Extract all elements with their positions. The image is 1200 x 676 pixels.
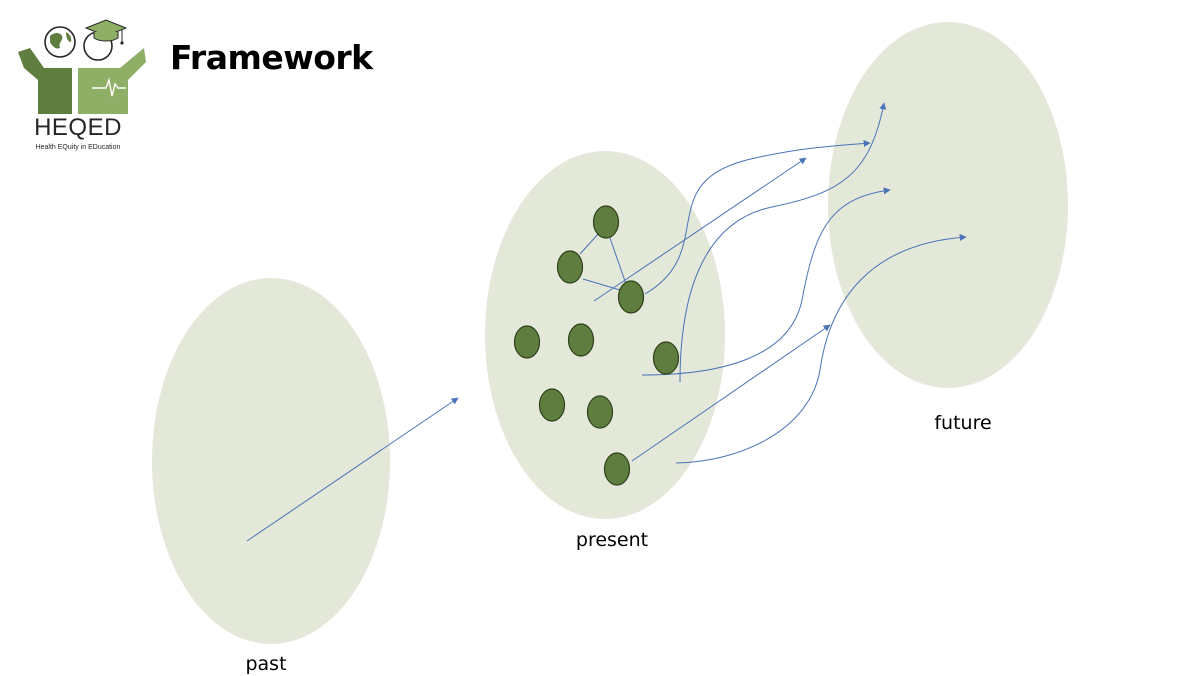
arrow-curve-4 — [675, 233, 967, 464]
logo-tagline: Health EQuity in EDucation — [35, 144, 121, 151]
logo-graphic-icon — [18, 19, 146, 114]
node — [513, 325, 541, 359]
arrow-past-to-present — [246, 397, 459, 542]
past-region — [152, 278, 390, 644]
node — [617, 280, 645, 314]
arrow-present-to-future-1 — [593, 157, 807, 302]
logo-name: HEQED — [34, 114, 122, 141]
node — [652, 341, 680, 375]
node — [592, 205, 620, 239]
node — [586, 395, 614, 429]
past-label: past — [245, 653, 287, 675]
nodes — [513, 205, 680, 486]
present-region — [485, 151, 725, 519]
node — [603, 452, 631, 486]
heqed-logo: HEQED Health EQuity in EDucation — [14, 18, 150, 160]
arrow-curve-1 — [644, 139, 871, 295]
future-region — [828, 22, 1068, 388]
node — [567, 323, 595, 357]
arrow-curve-2 — [679, 102, 887, 383]
arrow-curve-3 — [641, 187, 891, 376]
node — [556, 250, 584, 284]
future-label: future — [934, 412, 992, 434]
arrow-present-to-future-2 — [631, 324, 831, 462]
node — [538, 388, 566, 422]
present-label: present — [575, 529, 649, 551]
page-title: Framework — [170, 38, 373, 77]
arrows — [246, 102, 967, 542]
